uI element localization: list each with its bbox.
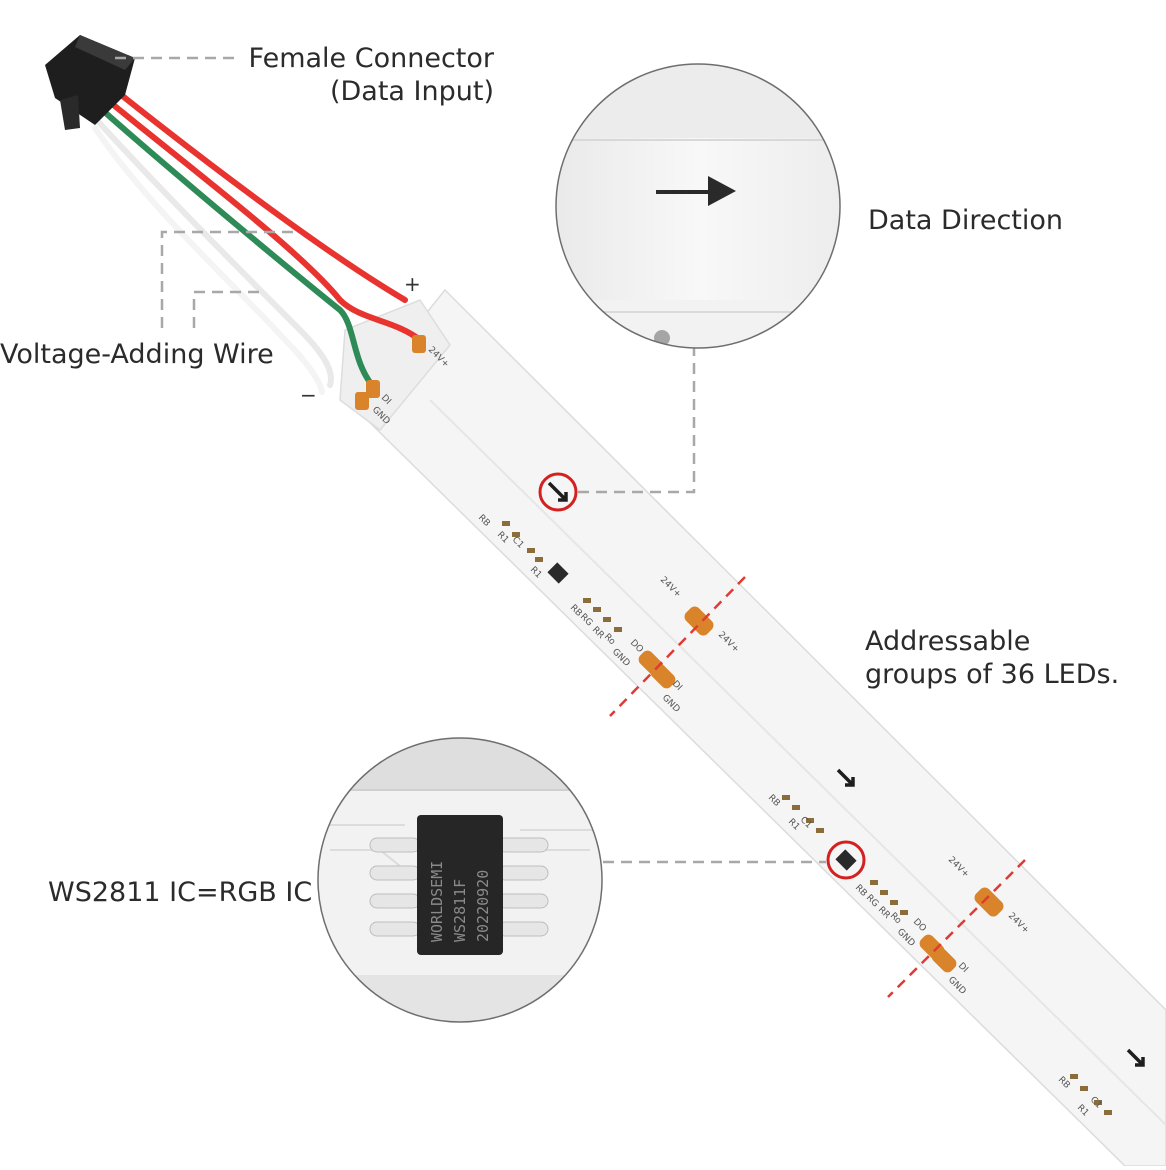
- start-pad-di: [366, 380, 380, 398]
- cut-line-2: [887, 859, 1026, 998]
- led-strip: [339, 288, 1166, 1167]
- leader-data-direction: [578, 345, 696, 494]
- ws2811-chip: [417, 815, 503, 955]
- female-connector-label-line2: (Data Input): [329, 76, 494, 107]
- red-power-wire: [102, 95, 423, 343]
- direction-marker-circle: [538, 472, 578, 512]
- female-connector-label-line1: Female Connector: [248, 43, 494, 74]
- chip-text-line2: WS2811F: [451, 879, 469, 942]
- female-connector-label: Female Connector (Data Input): [200, 42, 494, 108]
- voltage-adding-wire-label: Voltage-Adding Wire: [0, 339, 274, 370]
- ws2811-magnifier: WORLDSEMI WS2811F 20220920: [317, 737, 603, 1023]
- green-data-wire: [97, 105, 375, 388]
- white-wire-2: [92, 125, 325, 395]
- start-pad-gnd: [355, 392, 369, 410]
- leader-voltage-wire-2: [192, 290, 260, 328]
- minus-mark: −: [300, 383, 317, 407]
- direction-arrow-icon-2: [836, 768, 855, 787]
- leader-lines: [115, 56, 826, 864]
- chip-text-line3: 20220920: [474, 870, 492, 942]
- red-wire: [102, 79, 408, 303]
- ic-chip-1: [547, 562, 569, 584]
- ic-marker-circle: [826, 840, 866, 880]
- white-wire-1: [92, 115, 334, 388]
- cut-line-1: [609, 576, 746, 717]
- ws2811-ic-label: WS2811 IC=RGB IC: [48, 877, 313, 908]
- plus-mark: +: [404, 272, 421, 296]
- female-connector: [45, 35, 135, 130]
- ic-chip-2: [835, 849, 857, 871]
- wire-bundle: [92, 79, 423, 395]
- direction-arrow-icon: [547, 481, 568, 502]
- data-direction-label: Data Direction: [868, 205, 1064, 236]
- start-pad-24v: [412, 335, 426, 353]
- data-direction-arrow-icon: [656, 176, 736, 206]
- direction-arrow-icon-3: [1126, 1048, 1145, 1067]
- addressable-groups-label-line2: groups of 36 LEDs.: [865, 659, 1120, 690]
- addressable-groups-label: Addressable groups of 36 LEDs.: [865, 625, 1119, 691]
- addressable-groups-label-line1: Addressable: [865, 626, 1031, 657]
- data-direction-magnifier: [555, 63, 841, 349]
- leader-voltage-wire-1: [160, 230, 295, 328]
- chip-text-line1: WORLDSEMI: [428, 861, 446, 942]
